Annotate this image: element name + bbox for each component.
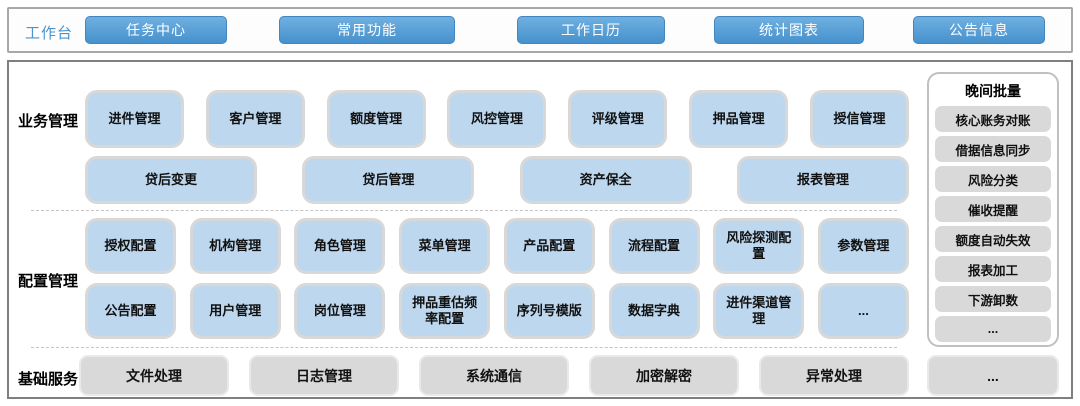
base-service-module: 文件处理 (79, 355, 229, 396)
config-module: 岗位管理 (294, 283, 386, 339)
architecture-panel: 业务管理 进件管理客户管理额度管理风控管理评级管理押品管理授信管理 贷后变更贷后… (7, 60, 1073, 399)
config-module: 公告配置 (85, 283, 176, 339)
business-module: 授信管理 (809, 90, 909, 148)
workbench-button: 常用功能 (279, 16, 455, 44)
config-module: 菜单管理 (399, 218, 491, 274)
business-module: 进件管理 (85, 90, 184, 148)
section-divider (31, 347, 897, 348)
config-module: 授权配置 (85, 218, 176, 274)
night-batch-item-list: 核心账务对账借据信息同步风险分类催收提醒额度自动失效报表加工下游卸数... (935, 106, 1051, 342)
section-divider (31, 210, 897, 211)
config-module: 进件渠道管理 (713, 283, 805, 339)
base-service-row: 文件处理日志管理系统通信加密解密异常处理 (79, 355, 909, 396)
config-module: 用户管理 (189, 283, 281, 339)
workbench-button: 任务中心 (85, 16, 227, 44)
business-module: 押品管理 (689, 90, 789, 148)
business-module-row-1: 进件管理客户管理额度管理风控管理评级管理押品管理授信管理 (85, 90, 909, 148)
base-service-module: 加密解密 (589, 355, 739, 396)
config-module: 角色管理 (294, 218, 386, 274)
workbench-label: 工作台 (25, 25, 74, 42)
business-module-row-2: 贷后变更贷后管理资产保全报表管理 (85, 156, 909, 204)
batch-job-item: 借据信息同步 (935, 136, 1051, 162)
config-module: 数据字典 (608, 283, 700, 339)
config-module: 参数管理 (817, 218, 909, 274)
config-module-row-1: 授权配置机构管理角色管理菜单管理产品配置流程配置风险探测配置参数管理 (85, 218, 909, 274)
batch-job-item: 报表加工 (935, 256, 1051, 282)
workbench-button: 统计图表 (714, 16, 864, 44)
workbench-button: 工作日历 (517, 16, 665, 44)
base-service-more-box: ... (927, 355, 1059, 396)
business-module: 风控管理 (447, 90, 547, 148)
night-batch-panel: 晚间批量 核心账务对账借据信息同步风险分类催收提醒额度自动失效报表加工下游卸数.… (927, 72, 1059, 347)
batch-job-item: 风险分类 (935, 166, 1051, 192)
config-module: 押品重估频率配置 (399, 283, 491, 339)
base-service-module: 异常处理 (759, 355, 909, 396)
business-module: 评级管理 (568, 90, 668, 148)
business-module: 资产保全 (519, 156, 692, 204)
config-module: 序列号模版 (503, 283, 595, 339)
business-module: 贷后变更 (85, 156, 257, 204)
section-label-base: 基础服务 (17, 371, 78, 388)
batch-job-item: 催收提醒 (935, 196, 1051, 222)
night-batch-title: 晚间批量 (965, 83, 1021, 99)
batch-job-item: 核心账务对账 (935, 106, 1051, 132)
base-service-module: 日志管理 (249, 355, 399, 396)
base-service-module: 系统通信 (419, 355, 569, 396)
section-label-config: 配置管理 (17, 273, 78, 290)
business-module: 报表管理 (736, 156, 909, 204)
config-module: ... (817, 283, 909, 339)
batch-job-item: 下游卸数 (935, 286, 1051, 312)
business-module: 贷后管理 (302, 156, 475, 204)
config-module: 机构管理 (189, 218, 281, 274)
workbench-bar: 工作台 任务中心 常用功能 工作日历 统计图表 公告信息 (7, 7, 1073, 53)
business-module: 客户管理 (205, 90, 305, 148)
business-module: 额度管理 (326, 90, 426, 148)
workbench-button: 公告信息 (913, 16, 1045, 44)
section-label-business: 业务管理 (17, 113, 78, 130)
config-module: 风险探测配置 (713, 218, 805, 274)
config-module-row-2: 公告配置用户管理岗位管理押品重估频率配置序列号模版数据字典进件渠道管理... (85, 283, 909, 339)
batch-job-item: 额度自动失效 (935, 226, 1051, 252)
batch-job-item: ... (935, 316, 1051, 342)
config-module: 流程配置 (608, 218, 700, 274)
config-module: 产品配置 (503, 218, 595, 274)
